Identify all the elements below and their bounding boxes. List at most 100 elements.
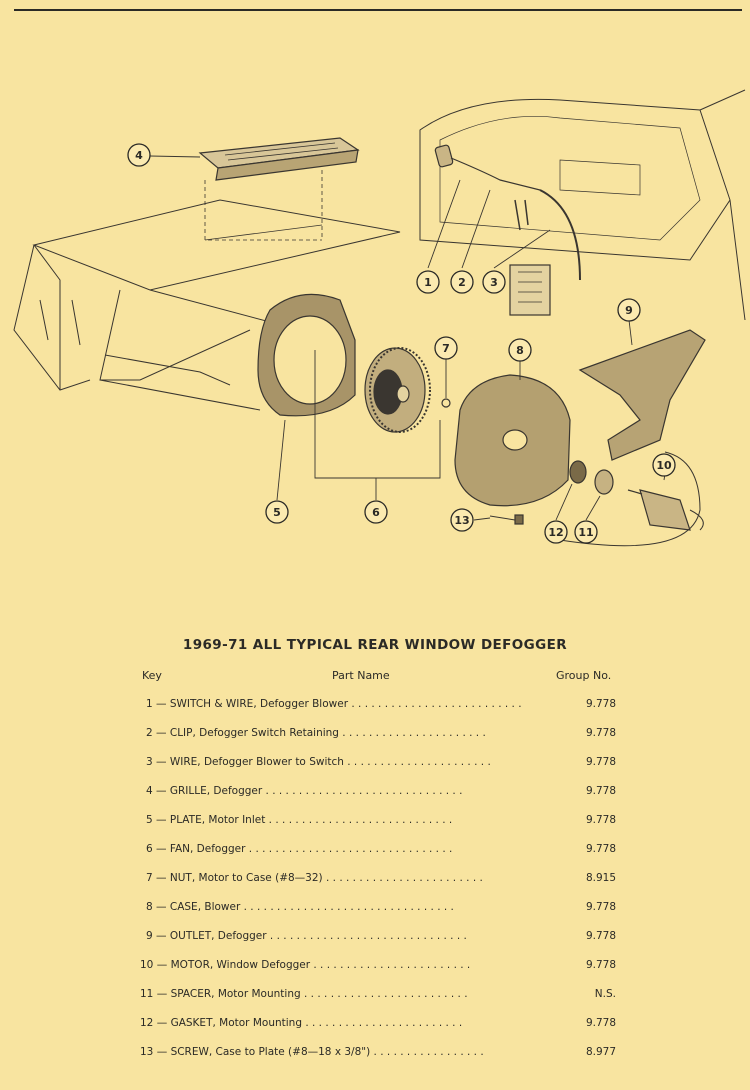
callout-numbers: 4 1 2 3 9 7 8 10 5 6 13 12 11 [127, 143, 676, 544]
part-name: GRILLE, Defogger [169, 785, 263, 797]
part-name: WIRE, Defogger Blower to Switch [169, 756, 344, 768]
part-group-no: 9.778 [585, 1017, 616, 1029]
callout-2 [450, 270, 474, 294]
exploded-view-diagram: 4 1 2 3 9 7 8 10 5 6 13 12 11 [13, 89, 746, 547]
callout-5 [265, 500, 289, 524]
callout-10 [652, 453, 676, 477]
part-row: 2 — CLIP, Defogger Switch Retaining . . … [146, 727, 616, 739]
blower-case-illustration [454, 374, 571, 507]
page-title: 1969-71 ALL TYPICAL REAR WINDOW DEFOGGER [182, 637, 568, 653]
part-row: 12 — GASKET, Motor Mounting . . . . . . … [140, 1017, 616, 1029]
part-group-no: 8.977 [585, 1046, 616, 1058]
outlet-duct-illustration [578, 329, 706, 461]
inlet-plate-illustration [257, 293, 356, 417]
callout-3 [482, 270, 506, 294]
part-name: GASKET, Motor Mounting [170, 1017, 302, 1029]
part-row: 5 — PLATE, Motor Inlet . . . . . . . . .… [146, 814, 616, 826]
part-group-no: N.S. [594, 988, 616, 1000]
part-group-no: 9.778 [585, 698, 616, 710]
grille-illustration [198, 137, 360, 241]
leader-dots: . . . . . . . . . . . . . . . . . . . . … [343, 756, 491, 768]
leader-dots: . . . . . . . . . . . . . . . . . . . . … [240, 901, 454, 913]
part-key: 11 [140, 988, 154, 1000]
callout-12 [544, 520, 568, 544]
column-header-part-name: Part Name [332, 669, 390, 682]
svg-text:7: 7 [442, 342, 450, 355]
part-row: 9 — OUTLET, Defogger . . . . . . . . . .… [146, 930, 616, 942]
part-group-no: 9.778 [585, 843, 616, 855]
svg-text:4: 4 [135, 149, 143, 162]
part-name: PLATE, Motor Inlet [169, 814, 266, 826]
svg-text:6: 6 [372, 506, 380, 519]
part-group-no: 9.778 [585, 930, 616, 942]
part-row: 1 — SWITCH & WIRE, Defogger Blower . . .… [146, 698, 616, 710]
svg-text:13: 13 [454, 514, 469, 527]
svg-text:8: 8 [516, 344, 524, 357]
leader-dots: . . . . . . . . . . . . . . . . . . . . … [262, 785, 463, 797]
part-key: 1 [146, 698, 153, 710]
svg-text:5: 5 [273, 506, 281, 519]
body-outline [13, 199, 401, 411]
motor-illustration [559, 451, 704, 547]
switch-wire-illustration [434, 144, 581, 316]
part-row: 8 — CASE, Blower . . . . . . . . . . . .… [146, 901, 616, 913]
part-name: SPACER, Motor Mounting [170, 988, 301, 1000]
part-key: 6 [146, 843, 153, 855]
svg-text:2: 2 [458, 276, 466, 289]
part-row: 10 — MOTOR, Window Defogger . . . . . . … [140, 959, 616, 971]
leader-dots: . . . . . . . . . . . . . . . . . . . . … [265, 814, 453, 826]
part-key: 5 [146, 814, 153, 826]
column-header-key: Key [142, 669, 162, 682]
leader-dots: . . . . . . . . . . . . . . . . . . . . … [266, 930, 467, 942]
leader-dots: . . . . . . . . . . . . . . . . . . . . … [301, 1017, 463, 1029]
part-row: 13 — SCREW, Case to Plate (#8—18 x 3/8")… [140, 1046, 616, 1058]
leader-dots: . . . . . . . . . . . . . . . . . . . . … [348, 698, 522, 710]
leader-dots: . . . . . . . . . . . . . . . . . . . . … [300, 988, 468, 1000]
part-key: 7 [146, 872, 153, 884]
part-key: 10 [140, 959, 154, 971]
callout-11 [574, 520, 598, 544]
part-key: 2 [146, 727, 153, 739]
part-row: 3 — WIRE, Defogger Blower to Switch . . … [146, 756, 616, 768]
part-name: OUTLET, Defogger [169, 930, 267, 942]
column-header-group-no: Group No. [556, 669, 612, 682]
part-key: 9 [146, 930, 153, 942]
svg-text:3: 3 [490, 276, 498, 289]
part-key: 13 [140, 1046, 154, 1058]
callout-4 [127, 143, 151, 167]
part-key: 3 [146, 756, 153, 768]
fan-illustration [364, 347, 431, 433]
part-group-no: 9.778 [585, 785, 616, 797]
callout-7 [434, 336, 458, 360]
callout-9 [617, 298, 641, 322]
callout-8 [508, 338, 532, 362]
part-group-no: 9.778 [585, 901, 616, 913]
part-row: 4 — GRILLE, Defogger . . . . . . . . . .… [146, 785, 616, 797]
part-row: 7 — NUT, Motor to Case (#8—32) . . . . .… [146, 872, 616, 884]
part-row: 11 — SPACER, Motor Mounting . . . . . . … [140, 988, 616, 1000]
part-group-no: 9.778 [585, 814, 616, 826]
svg-text:12: 12 [548, 526, 563, 539]
svg-text:11: 11 [578, 526, 593, 539]
part-key: 12 [140, 1017, 154, 1029]
svg-text:10: 10 [656, 459, 672, 472]
top-rule [14, 9, 742, 11]
part-name: FAN, Defogger [169, 843, 246, 855]
part-name: SWITCH & WIRE, Defogger Blower [169, 698, 349, 710]
callout-1 [416, 270, 440, 294]
part-group-no: 9.778 [585, 756, 616, 768]
part-group-no: 9.778 [585, 727, 616, 739]
part-group-no: 8.915 [585, 872, 616, 884]
leader-dots: . . . . . . . . . . . . . . . . . . . . … [245, 843, 453, 855]
rear-window-outline [419, 89, 746, 321]
part-name: SCREW, Case to Plate (#8—18 x 3/8") [170, 1046, 371, 1058]
part-name: CLIP, Defogger Switch Retaining [169, 727, 339, 739]
leader-dots: . . . . . . . . . . . . . . . . . [370, 1046, 484, 1058]
part-key: 8 [146, 901, 153, 913]
part-name: MOTOR, Window Defogger [170, 959, 311, 971]
callout-6 [364, 500, 388, 524]
leader-dots: . . . . . . . . . . . . . . . . . . . . … [322, 872, 483, 884]
callout-13 [450, 508, 474, 532]
svg-text:1: 1 [424, 276, 432, 289]
part-group-no: 9.778 [585, 959, 616, 971]
